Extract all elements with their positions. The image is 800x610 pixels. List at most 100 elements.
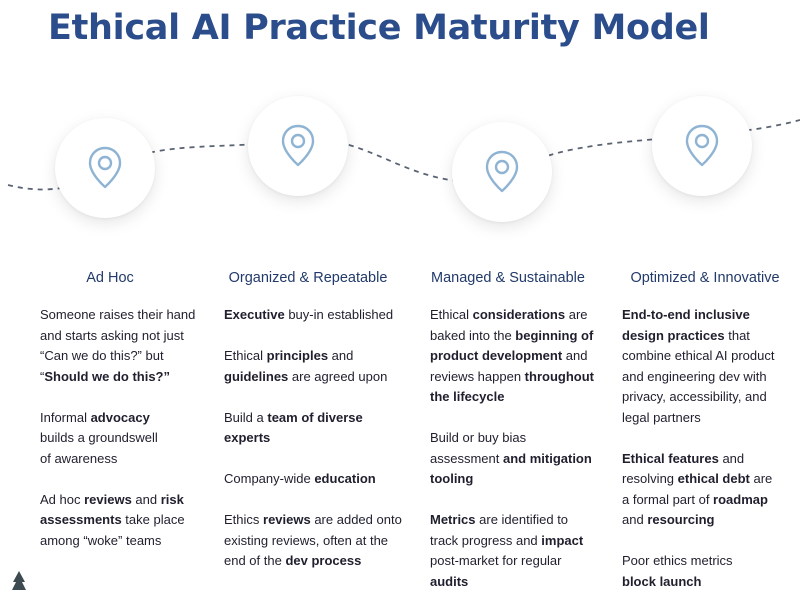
item-line: End-to-end inclusive	[622, 305, 797, 326]
body-text: among “woke” teams	[40, 532, 162, 548]
body-text: buy-in established	[284, 307, 394, 322]
body-text: assessment	[430, 450, 503, 466]
body-text: are	[565, 307, 588, 322]
map-pin-icon	[88, 146, 122, 189]
item-line: tooling	[430, 469, 605, 490]
item-line: end of the dev process	[224, 551, 409, 572]
item-line: the lifecycle	[430, 387, 605, 408]
item-line: Ethical features and	[622, 449, 797, 470]
body-text: builds a groundswell	[40, 430, 158, 445]
emphasis-text: risk	[160, 491, 184, 507]
item-line: “Should we do this?”	[40, 367, 210, 388]
item-line: Informal advocacy	[40, 408, 210, 429]
emphasis-text: product development	[430, 348, 563, 363]
item-line: baked into the beginning of	[430, 326, 605, 347]
map-pin-icon	[281, 124, 315, 167]
body-text: a formal part of	[622, 491, 714, 507]
item-line: guidelines are agreed upon	[224, 367, 409, 388]
item-line: track progress and impact	[430, 531, 605, 552]
item-line: reviews happen throughout	[430, 367, 605, 388]
body-text: Informal	[40, 409, 91, 425]
item-line: builds a groundswell	[40, 428, 210, 449]
body-text: Build or buy bias	[430, 430, 527, 445]
body-text: and engineering dev with	[622, 368, 767, 384]
emphasis-text: considerations	[472, 307, 566, 322]
stage-heading-optimized: Optimized & Innovative	[630, 270, 780, 286]
body-text: Ethical	[224, 348, 267, 363]
body-text: legal partners	[622, 409, 701, 425]
body-text: are agreed upon	[288, 368, 388, 384]
item-line: Poor ethics metrics	[622, 551, 797, 572]
stage-heading-ad-hoc: Ad Hoc	[86, 270, 134, 286]
body-text: that	[724, 327, 750, 343]
emphasis-text: impact	[541, 532, 584, 548]
body-text: existing reviews, often at the	[224, 532, 389, 548]
item-line: Build a team of diverse	[224, 408, 409, 429]
item-line: Executive buy-in established	[224, 305, 409, 326]
stage-3-marker	[452, 122, 552, 222]
body-text: take place	[121, 512, 185, 527]
body-text: Ad hoc	[40, 491, 85, 507]
emphasis-text: Metrics	[430, 512, 476, 527]
item-line: Ethical principles and	[224, 346, 409, 367]
item-line: assessments take place	[40, 510, 210, 531]
item-line: and resourcing	[622, 510, 797, 531]
item-line: combine ethical AI product	[622, 346, 797, 367]
item-line: Build or buy bias	[430, 428, 605, 449]
stage-item: Build or buy bias assessment and mitigati…	[430, 428, 605, 490]
item-line: of awareness	[40, 449, 210, 470]
body-text: Ethics	[224, 512, 264, 527]
item-line: privacy, accessibility, and	[622, 387, 797, 408]
item-line: legal partners	[622, 408, 797, 429]
item-line: existing reviews, often at the	[224, 531, 409, 552]
emphasis-text: advocacy	[90, 409, 150, 425]
emphasis-text: roadmap	[713, 491, 768, 507]
stage-heading-organized: Organized & Repeatable	[228, 270, 388, 286]
emphasis-text: tooling	[430, 471, 474, 486]
emphasis-text: Ethical features	[622, 450, 719, 466]
item-line: Ad hoc reviews and risk	[40, 490, 210, 511]
body-text: are identified to	[475, 512, 569, 527]
emphasis-text: block launch	[622, 573, 702, 589]
stage-item: Company-wide education	[224, 469, 409, 490]
item-line: audits	[430, 572, 605, 593]
body-text: Someone raises their hand	[40, 307, 196, 322]
body-text: are	[749, 471, 773, 486]
emphasis-text: principles	[266, 348, 329, 363]
body-text: Ethical	[430, 307, 473, 322]
body-text: Build a	[224, 409, 268, 425]
map-pin-icon	[485, 150, 519, 193]
body-text: end of the	[224, 553, 286, 568]
emphasis-text: and mitigation	[502, 450, 592, 466]
body-text: and	[622, 512, 648, 527]
stage-4-marker	[652, 96, 752, 196]
emphasis-text: reviews	[263, 512, 311, 527]
item-line: Ethics reviews are added onto	[224, 510, 409, 531]
body-text: “Can we do this?” but	[40, 348, 164, 363]
body-text: reviews happen	[430, 368, 525, 384]
body-text: are added onto	[310, 512, 402, 527]
emphasis-text: reviews	[84, 491, 132, 507]
body-text: privacy, accessibility, and	[622, 389, 767, 404]
item-line: among “woke” teams	[40, 531, 210, 552]
emphasis-text: ethical debt	[677, 471, 750, 486]
item-line: assessment and mitigation	[430, 449, 605, 470]
item-line: experts	[224, 428, 409, 449]
item-line: Company-wide education	[224, 469, 409, 490]
emphasis-text: Executive	[224, 307, 285, 322]
emphasis-text: End-to-end inclusive	[622, 307, 750, 322]
map-pin-icon	[685, 124, 719, 167]
body-text: “	[40, 368, 45, 384]
item-line: Ethical considerations are	[430, 305, 605, 326]
stage-heading-managed: Managed & Sustainable	[431, 270, 585, 286]
body-text: baked into the	[430, 327, 516, 343]
